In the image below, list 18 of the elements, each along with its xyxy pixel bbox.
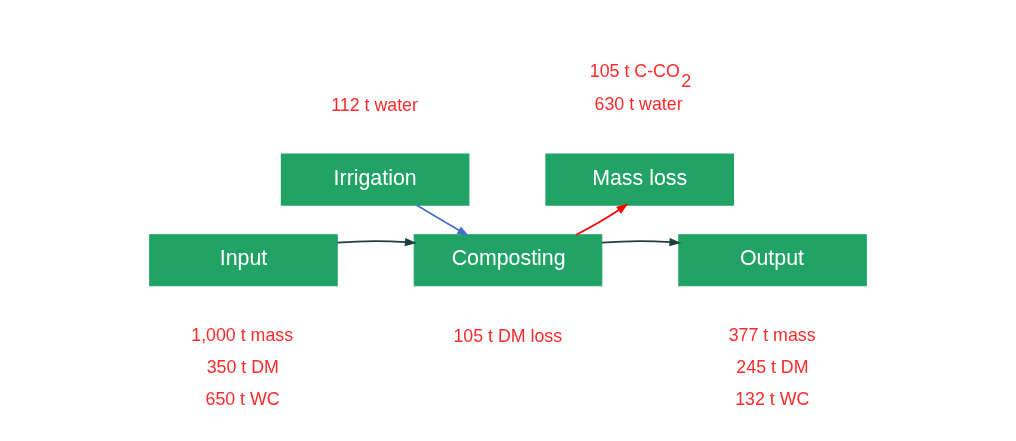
node-box: Input: [149, 234, 338, 287]
arrow: [601, 237, 682, 247]
node-box: Mass loss: [545, 153, 734, 206]
node-label: 105 t DM loss: [453, 325, 563, 346]
node-label: 245 t DM: [736, 356, 809, 377]
node-box: Composting: [413, 234, 603, 287]
arrow: [336, 237, 417, 247]
node-label: 350 t DM: [206, 356, 279, 377]
arrow: [575, 203, 629, 236]
node-box: Irrigation: [280, 153, 470, 206]
node-label: 630 t water: [594, 94, 683, 115]
node-label: 377 t mass: [728, 324, 816, 345]
arrow: [415, 204, 470, 237]
node-label: 650 t WC: [205, 388, 280, 409]
node-box: Output: [678, 234, 867, 287]
node-label: 132 t WC: [735, 388, 810, 409]
node-label: 1,000 t mass: [191, 324, 294, 345]
node-label: 112 t water: [331, 94, 418, 115]
